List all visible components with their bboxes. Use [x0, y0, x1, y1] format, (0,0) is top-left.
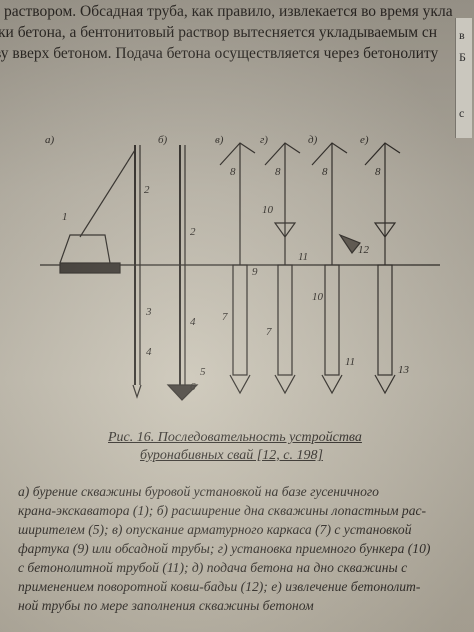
legend-line-3: ширителем (5); в) опускание арматурного … [18, 522, 412, 537]
legend-line-2: крана-экскаватора (1); б) расширение дна… [18, 503, 427, 518]
figure-number-8a: 8 [230, 166, 236, 178]
panel-label-a: а) [45, 135, 55, 146]
figure-number-10b: 10 [312, 291, 324, 303]
legend-line-5: с бетонолитной трубой (11); д) подача бе… [18, 560, 408, 575]
boreholes [229, 264, 396, 395]
edge-letter-3: с [459, 106, 465, 120]
figure-number-10a: 10 [262, 204, 274, 216]
edge-letter-1: в [459, 28, 465, 42]
hopper-g [273, 222, 297, 239]
top-text-line-3: ву вверх бетоном. Подача бетона осуществ… [0, 45, 439, 62]
figure-number-11b: 11 [345, 356, 355, 368]
figure-number-4b: 4 [190, 316, 196, 328]
panel-label-g: г) [260, 135, 268, 146]
panel-label-d: д) [308, 135, 318, 146]
bucket-d [338, 233, 361, 255]
figure-number-4: 4 [146, 346, 152, 358]
figure-caption-line-1: Рис. 16. Последовательность устройства [108, 430, 362, 445]
crane-boom [79, 149, 136, 238]
edge-letter-2: Б [459, 50, 466, 64]
bell-expander [166, 384, 199, 401]
panel-label-b: б) [158, 135, 168, 146]
figure-number-9: 9 [252, 266, 258, 278]
figure-number-13: 13 [398, 364, 410, 376]
crane-tracks [59, 262, 121, 274]
figure-number-2: 2 [144, 184, 150, 196]
figure-number-8c: 8 [322, 166, 328, 178]
figure-number-8d: 8 [375, 166, 381, 178]
figure-number-2b: 2 [190, 226, 196, 238]
figure-number-7b: 7 [266, 326, 272, 338]
legend-line-4: фартука (9) или обсадной трубы; г) устан… [18, 541, 431, 556]
figure-number-1: 1 [62, 211, 68, 223]
legend-line-7: ной трубы по мере заполнения скважины бе… [18, 598, 314, 613]
top-text-line-2: ки бетона, а бентонитовый раствор вытесн… [0, 24, 438, 41]
figure-number-8b: 8 [275, 166, 281, 178]
figure-number-7a: 7 [222, 311, 228, 323]
auger-tip [132, 384, 142, 399]
figure-number-6: 6 [190, 381, 196, 393]
crane-body [59, 234, 111, 264]
panel-label-v: в) [215, 135, 224, 146]
figure-number-11a: 11 [298, 251, 308, 263]
crane-jibs [219, 142, 401, 265]
hopper-e [373, 222, 397, 239]
figure-number-12: 12 [358, 244, 370, 256]
figure-caption-line-2: буронабивных свай [12, с. 198] [140, 448, 323, 463]
figure-number-3: 3 [145, 306, 152, 318]
panel-label-e: е) [360, 135, 369, 146]
facing-page-edge: в Б с [455, 18, 472, 138]
legend-line-1: а) бурение скважины буровой установкой н… [18, 484, 379, 499]
figure-number-5: 5 [200, 366, 206, 378]
legend-line-6: применением поворотной ковш-бадьи (12); … [18, 579, 421, 594]
top-text-line-1: раствором. Обсадная труба, как правило, … [4, 3, 453, 20]
pile-construction-figure: а) б) в) г) д) е) 1 2 3 4 2 4 5 6 8 9 7 … [40, 135, 440, 401]
